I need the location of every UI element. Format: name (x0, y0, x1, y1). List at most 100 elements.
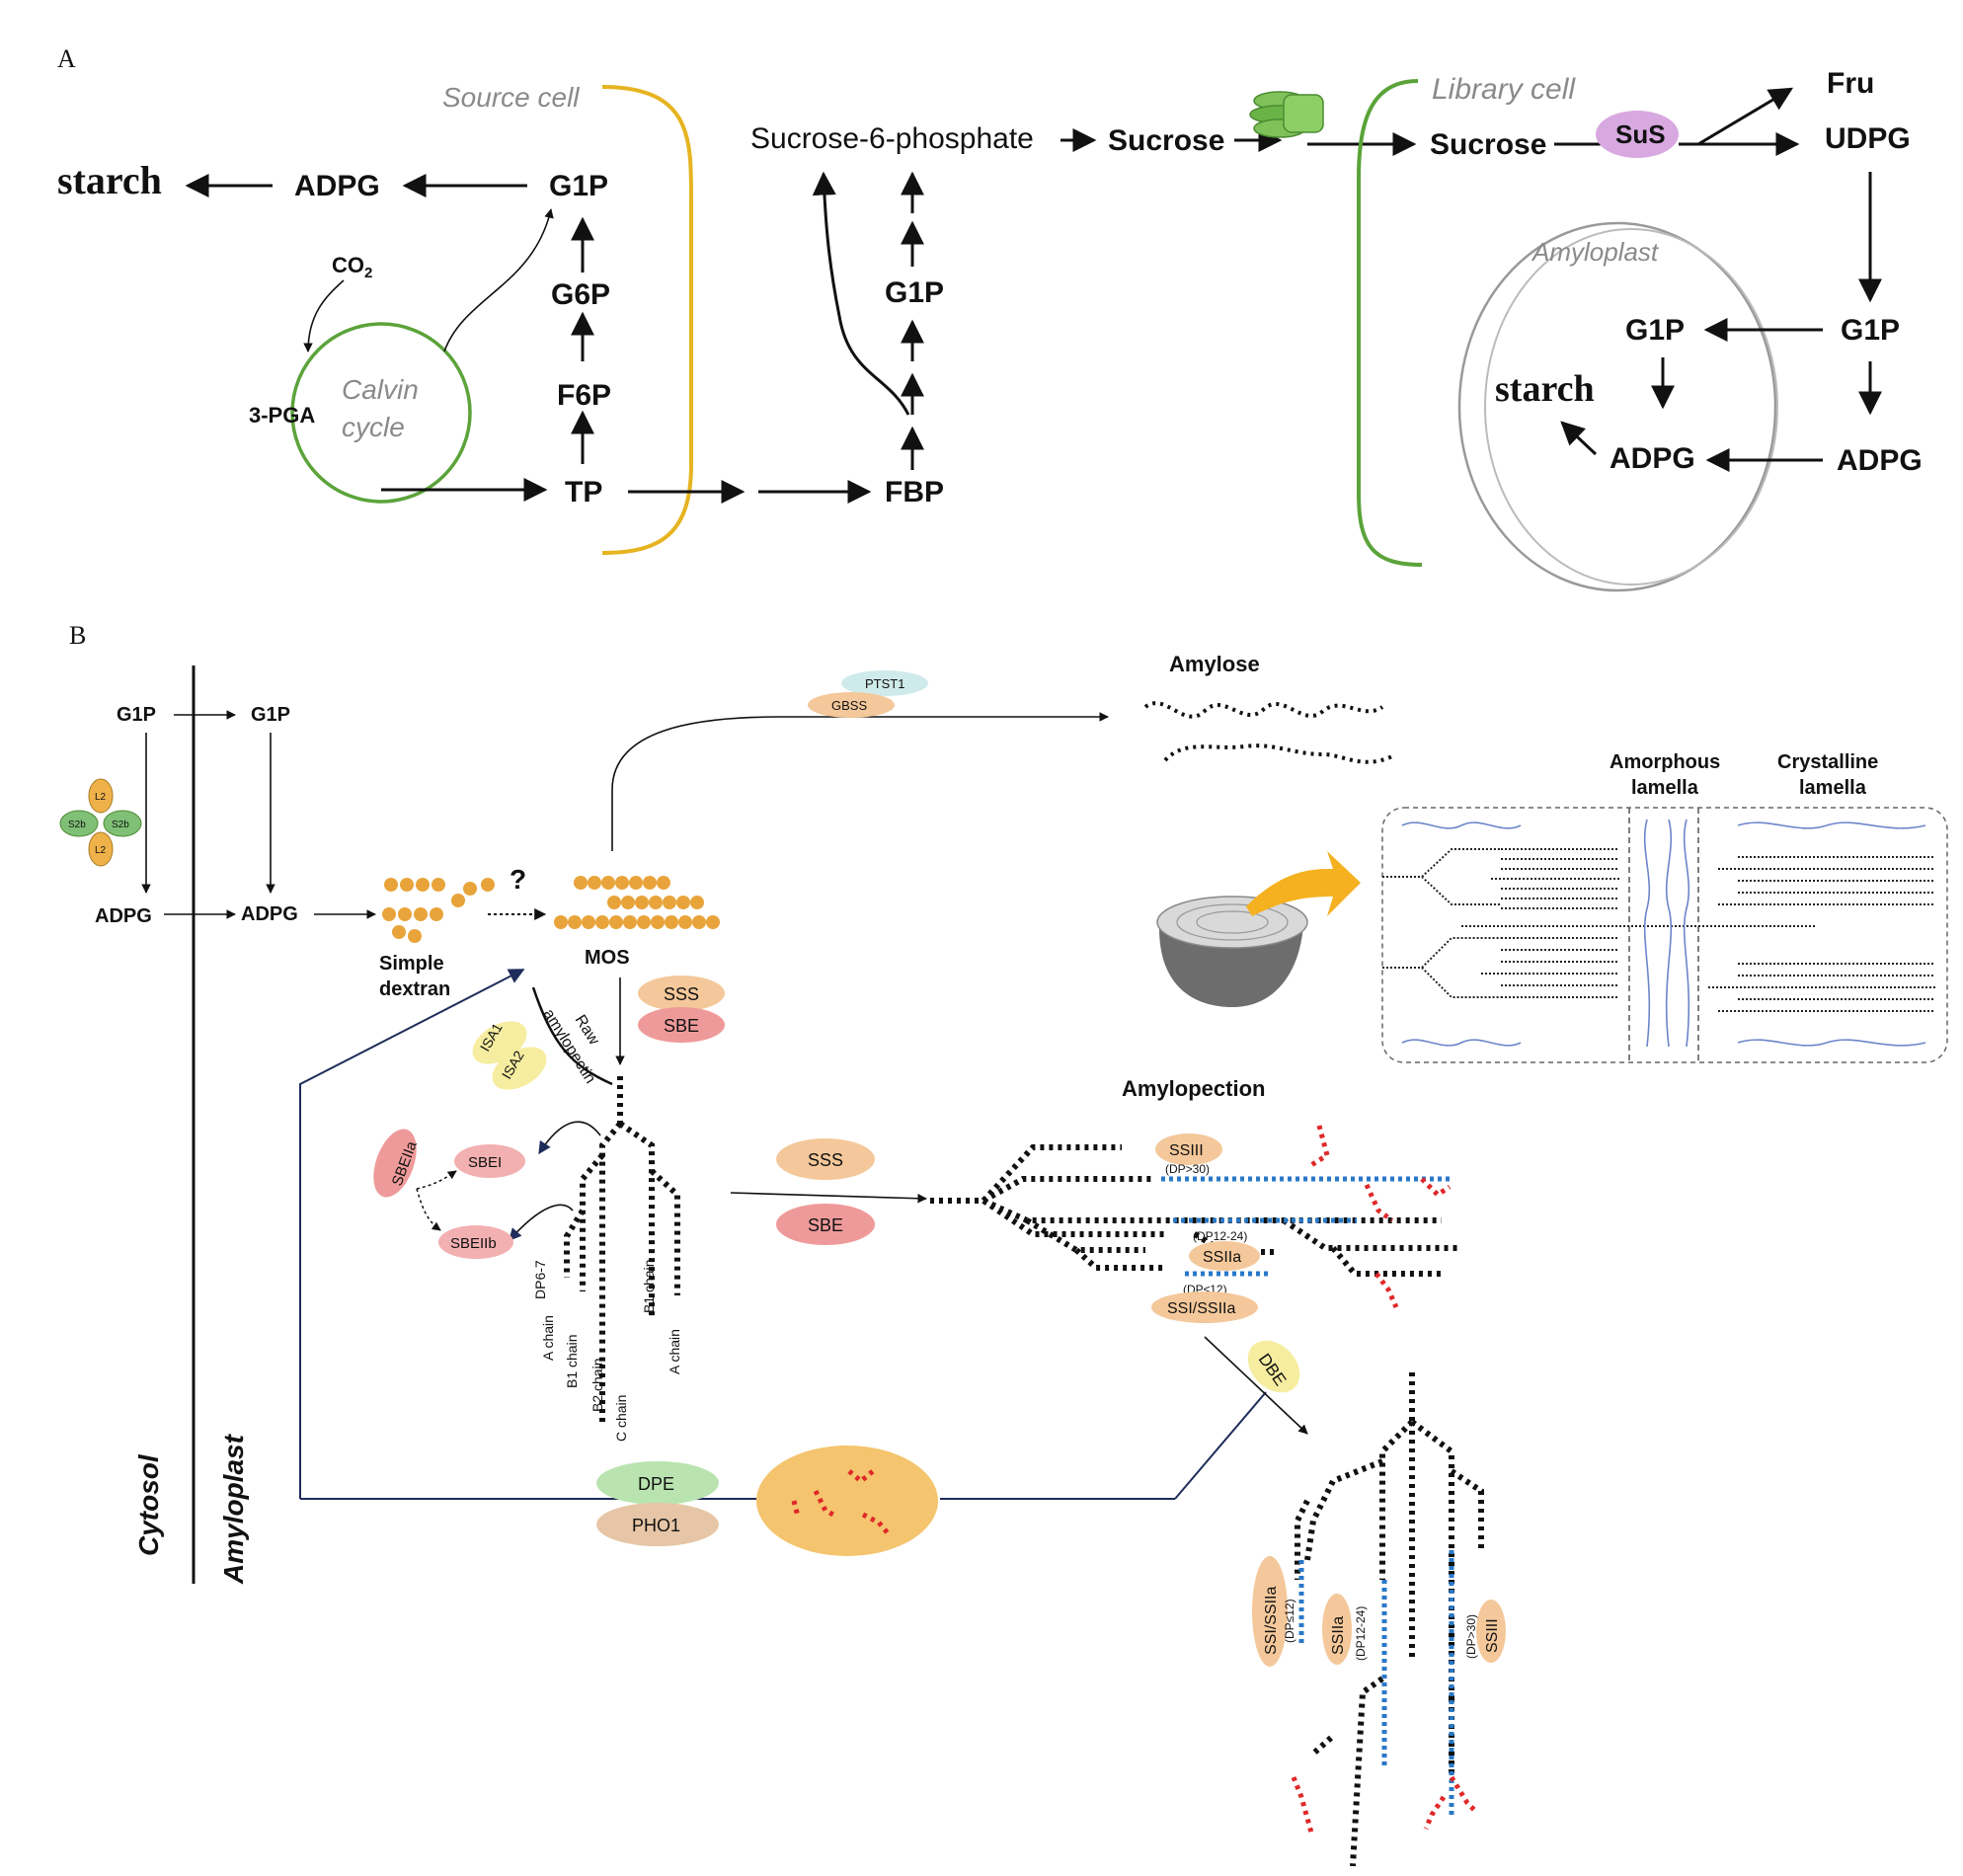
starch-label-amyloplast: starch (1495, 368, 1595, 410)
lamella-waves (1401, 819, 1926, 1048)
amorphous-label: Amorphous (1610, 751, 1720, 773)
dbe-arrow (1204, 1336, 1308, 1435)
g1p-label-library: G1P (1841, 314, 1900, 347)
dp1224-mid-label: (DP12-24) (1193, 1229, 1247, 1243)
calvin-to-g1p-arrow (443, 208, 554, 352)
dbe-enzyme (1247, 1340, 1300, 1393)
panel-a-label: A (57, 44, 76, 73)
sbe-mid-label: SBE (808, 1215, 843, 1235)
zoom-arrow-icon (1246, 851, 1361, 916)
sbeiia-enzyme (373, 1129, 417, 1198)
sbei-enzyme (454, 1144, 525, 1178)
a-chain-left-label: A chain (540, 1315, 556, 1361)
b1-chain-left-label: B1 chain (564, 1335, 580, 1388)
sss-mid-label: SSS (808, 1150, 843, 1170)
adpg-to-starch-amyloplast-arrow (1560, 421, 1598, 456)
panel-b-label: B (69, 621, 86, 650)
dpe-enzyme (596, 1461, 719, 1505)
degradation-pool (756, 1446, 938, 1556)
b2-chain-label: B2 chain (589, 1359, 605, 1412)
dextran-label: dextran (379, 978, 450, 1000)
sss-top-label: SSS (664, 984, 699, 1004)
mos-label: MOS (585, 947, 630, 969)
sus-to-fru-arrow (1697, 87, 1794, 146)
amylopection-title: Amylopection (1122, 1076, 1265, 1101)
co2-main: CO (332, 253, 364, 277)
sbeiib-arrow (509, 1204, 574, 1241)
structure-extension-arrow (730, 1192, 927, 1204)
question-mark: ? (510, 864, 526, 895)
calvin-cycle-circle (290, 322, 472, 504)
red-branches-mid (1309, 1125, 1452, 1309)
degradation-fragments (791, 1469, 891, 1536)
adpg-cytosol-label: ADPG (95, 905, 152, 927)
s2b-left-label: S2b (68, 820, 86, 830)
recycle-up-line (1174, 1391, 1267, 1500)
ssi-ssiia-enzyme-final (1252, 1556, 1288, 1667)
amylopectin-structure-mid (930, 1144, 1459, 1277)
a-chain-right-label: A chain (667, 1329, 682, 1374)
amyloplast-inner (1484, 228, 1778, 586)
amyloplast-label-b: Amyloplast (218, 1433, 249, 1585)
sus-enzyme (1596, 111, 1679, 158)
sbe-top-label: SBE (664, 1016, 699, 1036)
sbei-arrow (538, 1121, 601, 1155)
sucrose-label-library: Sucrose (1430, 128, 1546, 161)
isa-recycle-curve (531, 986, 613, 1086)
sss-enzyme-mid (776, 1138, 875, 1180)
cytosol-label: Cytosol (133, 1453, 164, 1556)
fru-label: Fru (1827, 67, 1874, 100)
co2-subscript: 2 (364, 265, 372, 281)
crystalline-label: Crystalline (1777, 751, 1878, 773)
b1-chain-right-label: B1 chain (641, 1260, 657, 1313)
gbss-enzyme (808, 692, 895, 718)
g1p-label-amyloplast: G1P (1625, 314, 1685, 347)
ptst1-enzyme (841, 670, 928, 696)
sucrose-transporter-icon (1249, 91, 1324, 138)
amyloplast-label-a: Amyloplast (1531, 237, 1660, 267)
ssiia-final-label: SSIIa (1330, 1616, 1347, 1655)
amyloplast-outer (1457, 221, 1777, 592)
library-cell-label: Library cell (1432, 73, 1576, 106)
s6p-label: Sucrose-6-phosphate (750, 122, 1034, 155)
mos-to-amylose-arrow (611, 712, 1109, 851)
amylose-title: Amylose (1169, 652, 1260, 676)
adpg-label-amyloplast: ADPG (1610, 442, 1695, 475)
ssiii-enzyme-final (1476, 1600, 1506, 1663)
ssi-ssiia-final-label: SSI/SSIIa (1263, 1587, 1280, 1655)
g1p-cytosol-label: G1P (117, 704, 156, 726)
f6p-label: F6P (557, 379, 611, 412)
ssiii-final-label: SSIII (1484, 1618, 1501, 1653)
raw-amylopectin-structure (564, 1076, 680, 1422)
sss-enzyme-top (638, 976, 725, 1011)
calvin-label: Calvin (342, 374, 419, 405)
lamella-chains (1382, 848, 1935, 1012)
ssi-ssiia-mid-label: SSI/SSIIa (1167, 1300, 1235, 1317)
l2-top-label: L2 (95, 792, 107, 803)
co2-arrow (303, 279, 345, 352)
sbeiia-to-sbeiib-dashed (416, 1188, 441, 1231)
dp30-mid-label: (DP>30) (1165, 1162, 1210, 1176)
isa2-enzyme (492, 1047, 547, 1090)
ssiia-enzyme-mid (1189, 1241, 1260, 1271)
ssi-ssiia-enzyme-mid (1151, 1291, 1258, 1323)
ssiia-enzyme-final (1322, 1594, 1352, 1665)
recycle-loop-line (299, 969, 525, 1499)
adpg-amyloplast-label: ADPG (241, 903, 298, 925)
s2b-right-label: S2b (112, 820, 129, 830)
amylose-chain-1 (1143, 701, 1384, 719)
dpe-label: DPE (638, 1474, 674, 1494)
g6p-label: G6P (551, 278, 610, 311)
amylose-chain-2 (1163, 743, 1393, 764)
starch-granule-icon (1156, 896, 1308, 1007)
g1p-label-cytosol: G1P (885, 276, 944, 309)
ptst1-label: PTST1 (865, 676, 904, 691)
gbss-label: GBSS (831, 698, 867, 713)
sbe-enzyme-mid (776, 1204, 875, 1245)
tp-label: TP (565, 476, 602, 508)
agpase-subunits-icon (59, 778, 142, 867)
sbeiib-label: SBEIIb (450, 1235, 497, 1252)
adpg-label-source: ADPG (294, 170, 380, 202)
red-branches-final (1291, 1775, 1477, 1834)
